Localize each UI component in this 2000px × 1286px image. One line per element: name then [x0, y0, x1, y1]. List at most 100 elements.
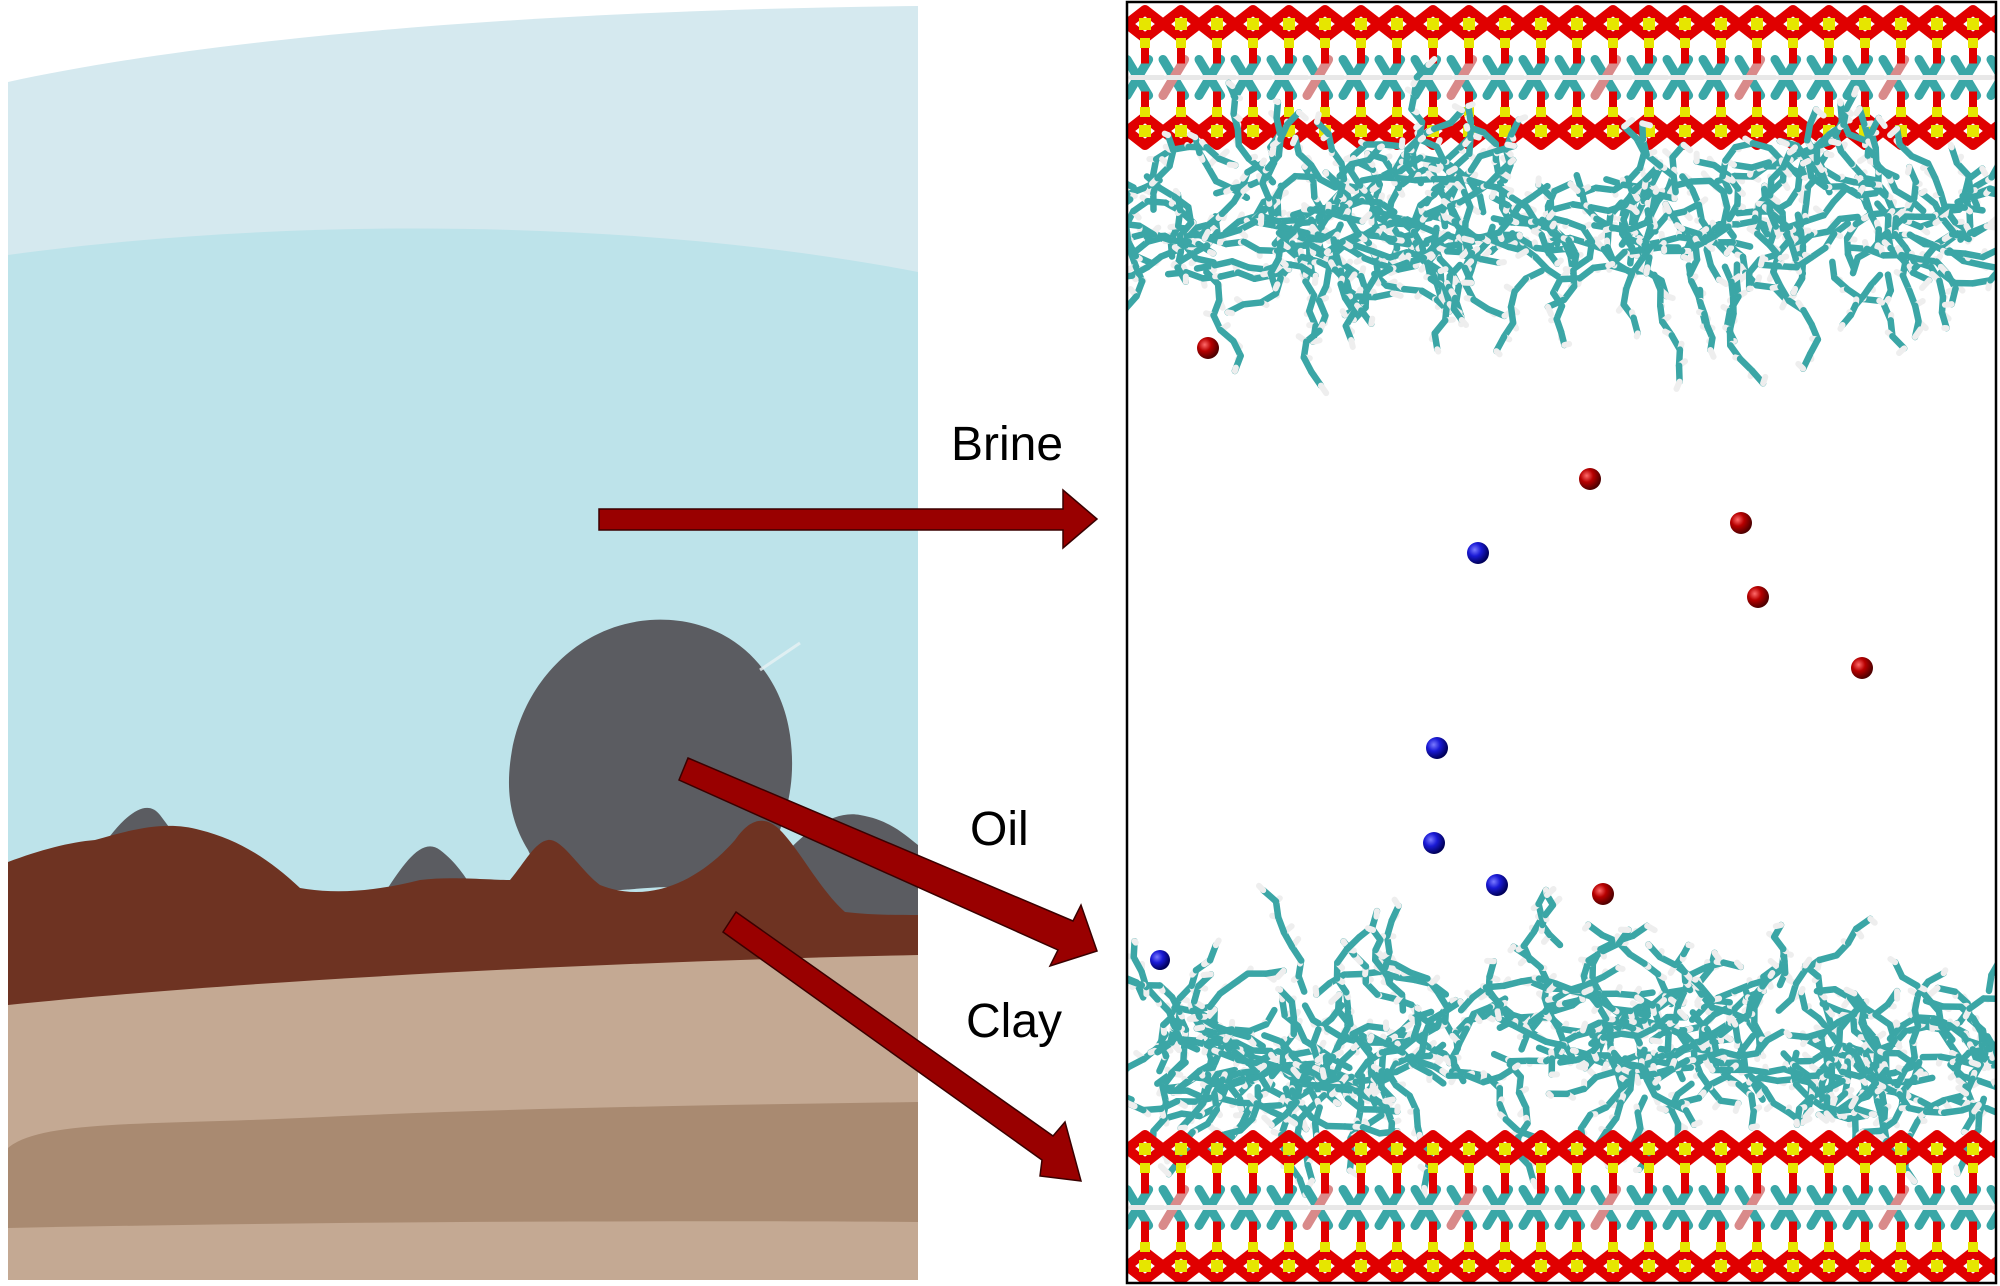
hydrogen-bond	[1707, 347, 1717, 360]
hydrogen-bond	[1259, 157, 1268, 167]
hydrogen-bond	[1493, 348, 1503, 358]
carbon-bond	[1077, 230, 1093, 237]
silicon-atom	[1859, 1260, 1871, 1272]
hydrogen-bond	[1783, 1029, 1793, 1039]
hydrogen-bond	[1494, 1008, 1502, 1022]
hydrogen-bond	[1530, 1177, 1540, 1190]
hydrogen-bond	[1064, 1082, 1070, 1086]
silicon-atom	[1571, 18, 1583, 30]
hydrogen-bond	[1567, 180, 1581, 194]
hydrogen-bond	[1177, 1124, 1188, 1132]
silicon-atom	[1572, 107, 1582, 117]
hydrogen-bond	[1851, 85, 1860, 98]
silicon-atom	[1967, 125, 1979, 137]
silicon-atom	[1788, 38, 1798, 48]
hydrogen-bond	[1507, 157, 1517, 166]
silicon-atom	[1679, 1143, 1691, 1155]
hydrogen-bond	[1918, 187, 1928, 197]
hydrogen-bond	[1569, 1047, 1579, 1055]
hydrogen-bond	[1734, 959, 1744, 970]
silicon-atom	[1176, 1242, 1186, 1252]
silicon-atom	[1211, 18, 1223, 30]
hydrogen-bond	[1368, 315, 1376, 327]
blue-ion	[1486, 874, 1508, 896]
hydrogen-bond	[1843, 986, 1858, 997]
carbon-bond	[1097, 1093, 1115, 1096]
hydrogen-bond	[1904, 1170, 1918, 1185]
silicon-atom	[1968, 107, 1978, 117]
hydrogen-bond	[1652, 1075, 1662, 1086]
hydrogen-bond	[1656, 1105, 1669, 1114]
hydrogen-bond	[1414, 1004, 1422, 1012]
hydrogen-bond	[1127, 976, 1129, 982]
carbon-bond	[1091, 222, 1105, 232]
silicon-atom	[1715, 1143, 1727, 1155]
silicon-atom	[1140, 38, 1150, 48]
hydrogen-bond	[1633, 330, 1641, 340]
hydrogen-bond	[1829, 1095, 1838, 1108]
hydrogen-bond	[1369, 1079, 1377, 1091]
silicon-atom	[1823, 18, 1835, 30]
silicon-atom	[1212, 107, 1222, 117]
hydrogen-bond	[1875, 115, 1888, 130]
silicon-atom	[1499, 18, 1511, 30]
silicon-atom	[1680, 38, 1690, 48]
carbon-bond	[1127, 221, 1143, 229]
silicon-atom	[1284, 1163, 1294, 1173]
silicon-atom	[1536, 38, 1546, 48]
carbon-bond	[1116, 120, 1118, 136]
silicon-atom	[1247, 18, 1259, 30]
hydrogen-bond	[1837, 322, 1846, 332]
hydrogen-bond	[1496, 259, 1507, 266]
hydrogen-bond	[1073, 230, 1080, 233]
hydrogen-bond	[1748, 1123, 1761, 1131]
silicon-atom	[1572, 1163, 1582, 1173]
hydrogen-bond	[1445, 165, 1458, 176]
hydrogen-bond	[1504, 141, 1517, 149]
silicon-atom	[1284, 38, 1294, 48]
silicon-atom	[1392, 1242, 1402, 1252]
silicon-atom	[1175, 18, 1187, 30]
hydrogen-bond	[1971, 1101, 1982, 1115]
hydrogen-bond	[1427, 165, 1441, 174]
hydrogen-bond	[1346, 1167, 1360, 1178]
carbon-bond	[1094, 215, 1101, 230]
hydrogen-bond	[1097, 1090, 1102, 1096]
oil-droplet	[508, 619, 793, 895]
silicon-atom	[1355, 18, 1367, 30]
hydrogen-bond	[1272, 281, 1281, 292]
silicon-atom	[1427, 1143, 1439, 1155]
silicon-atom	[1716, 38, 1726, 48]
hydrogen-bond	[1605, 260, 1616, 269]
hydrogen-bond	[1066, 1026, 1073, 1032]
silicon-atom	[1680, 1163, 1690, 1173]
hydrogen-bond	[1127, 306, 1129, 312]
hydrogen-bond	[1200, 971, 1214, 978]
hydrogen-bond	[1348, 337, 1356, 350]
hydrogen-bond	[1398, 137, 1406, 150]
hydrogen-bond	[1581, 921, 1592, 932]
silicon-atom	[1319, 1260, 1331, 1272]
carbon-bond	[1105, 216, 1121, 223]
hydrogen-bond	[1887, 125, 1901, 139]
hydrogen-bond	[1376, 143, 1385, 151]
hydrogen-bond	[1515, 114, 1529, 123]
hydrogen-bond	[1082, 1083, 1088, 1088]
hydrogen-bond	[1225, 79, 1236, 90]
hydrogen-bond	[1417, 134, 1427, 143]
silicon-atom	[1535, 1260, 1547, 1272]
hydrogen-bond	[1979, 165, 1989, 178]
carbon-bond	[1047, 1087, 1065, 1090]
carbon-bond	[1069, 981, 1085, 988]
silicon-atom	[1896, 1163, 1906, 1173]
silicon-atom	[1896, 107, 1906, 117]
hydrogen-bond	[1581, 986, 1594, 996]
silicon-atom	[1679, 18, 1691, 30]
silicon-atom	[1248, 1242, 1258, 1252]
carbon-bond	[1986, 185, 1996, 194]
aluminum-bond	[1986, 78, 1996, 100]
hydrogen-bond	[1319, 1067, 1327, 1080]
silicon-atom	[1463, 18, 1475, 30]
silicon-atom	[1319, 1143, 1331, 1155]
hydrogen-bond	[1314, 1053, 1326, 1064]
